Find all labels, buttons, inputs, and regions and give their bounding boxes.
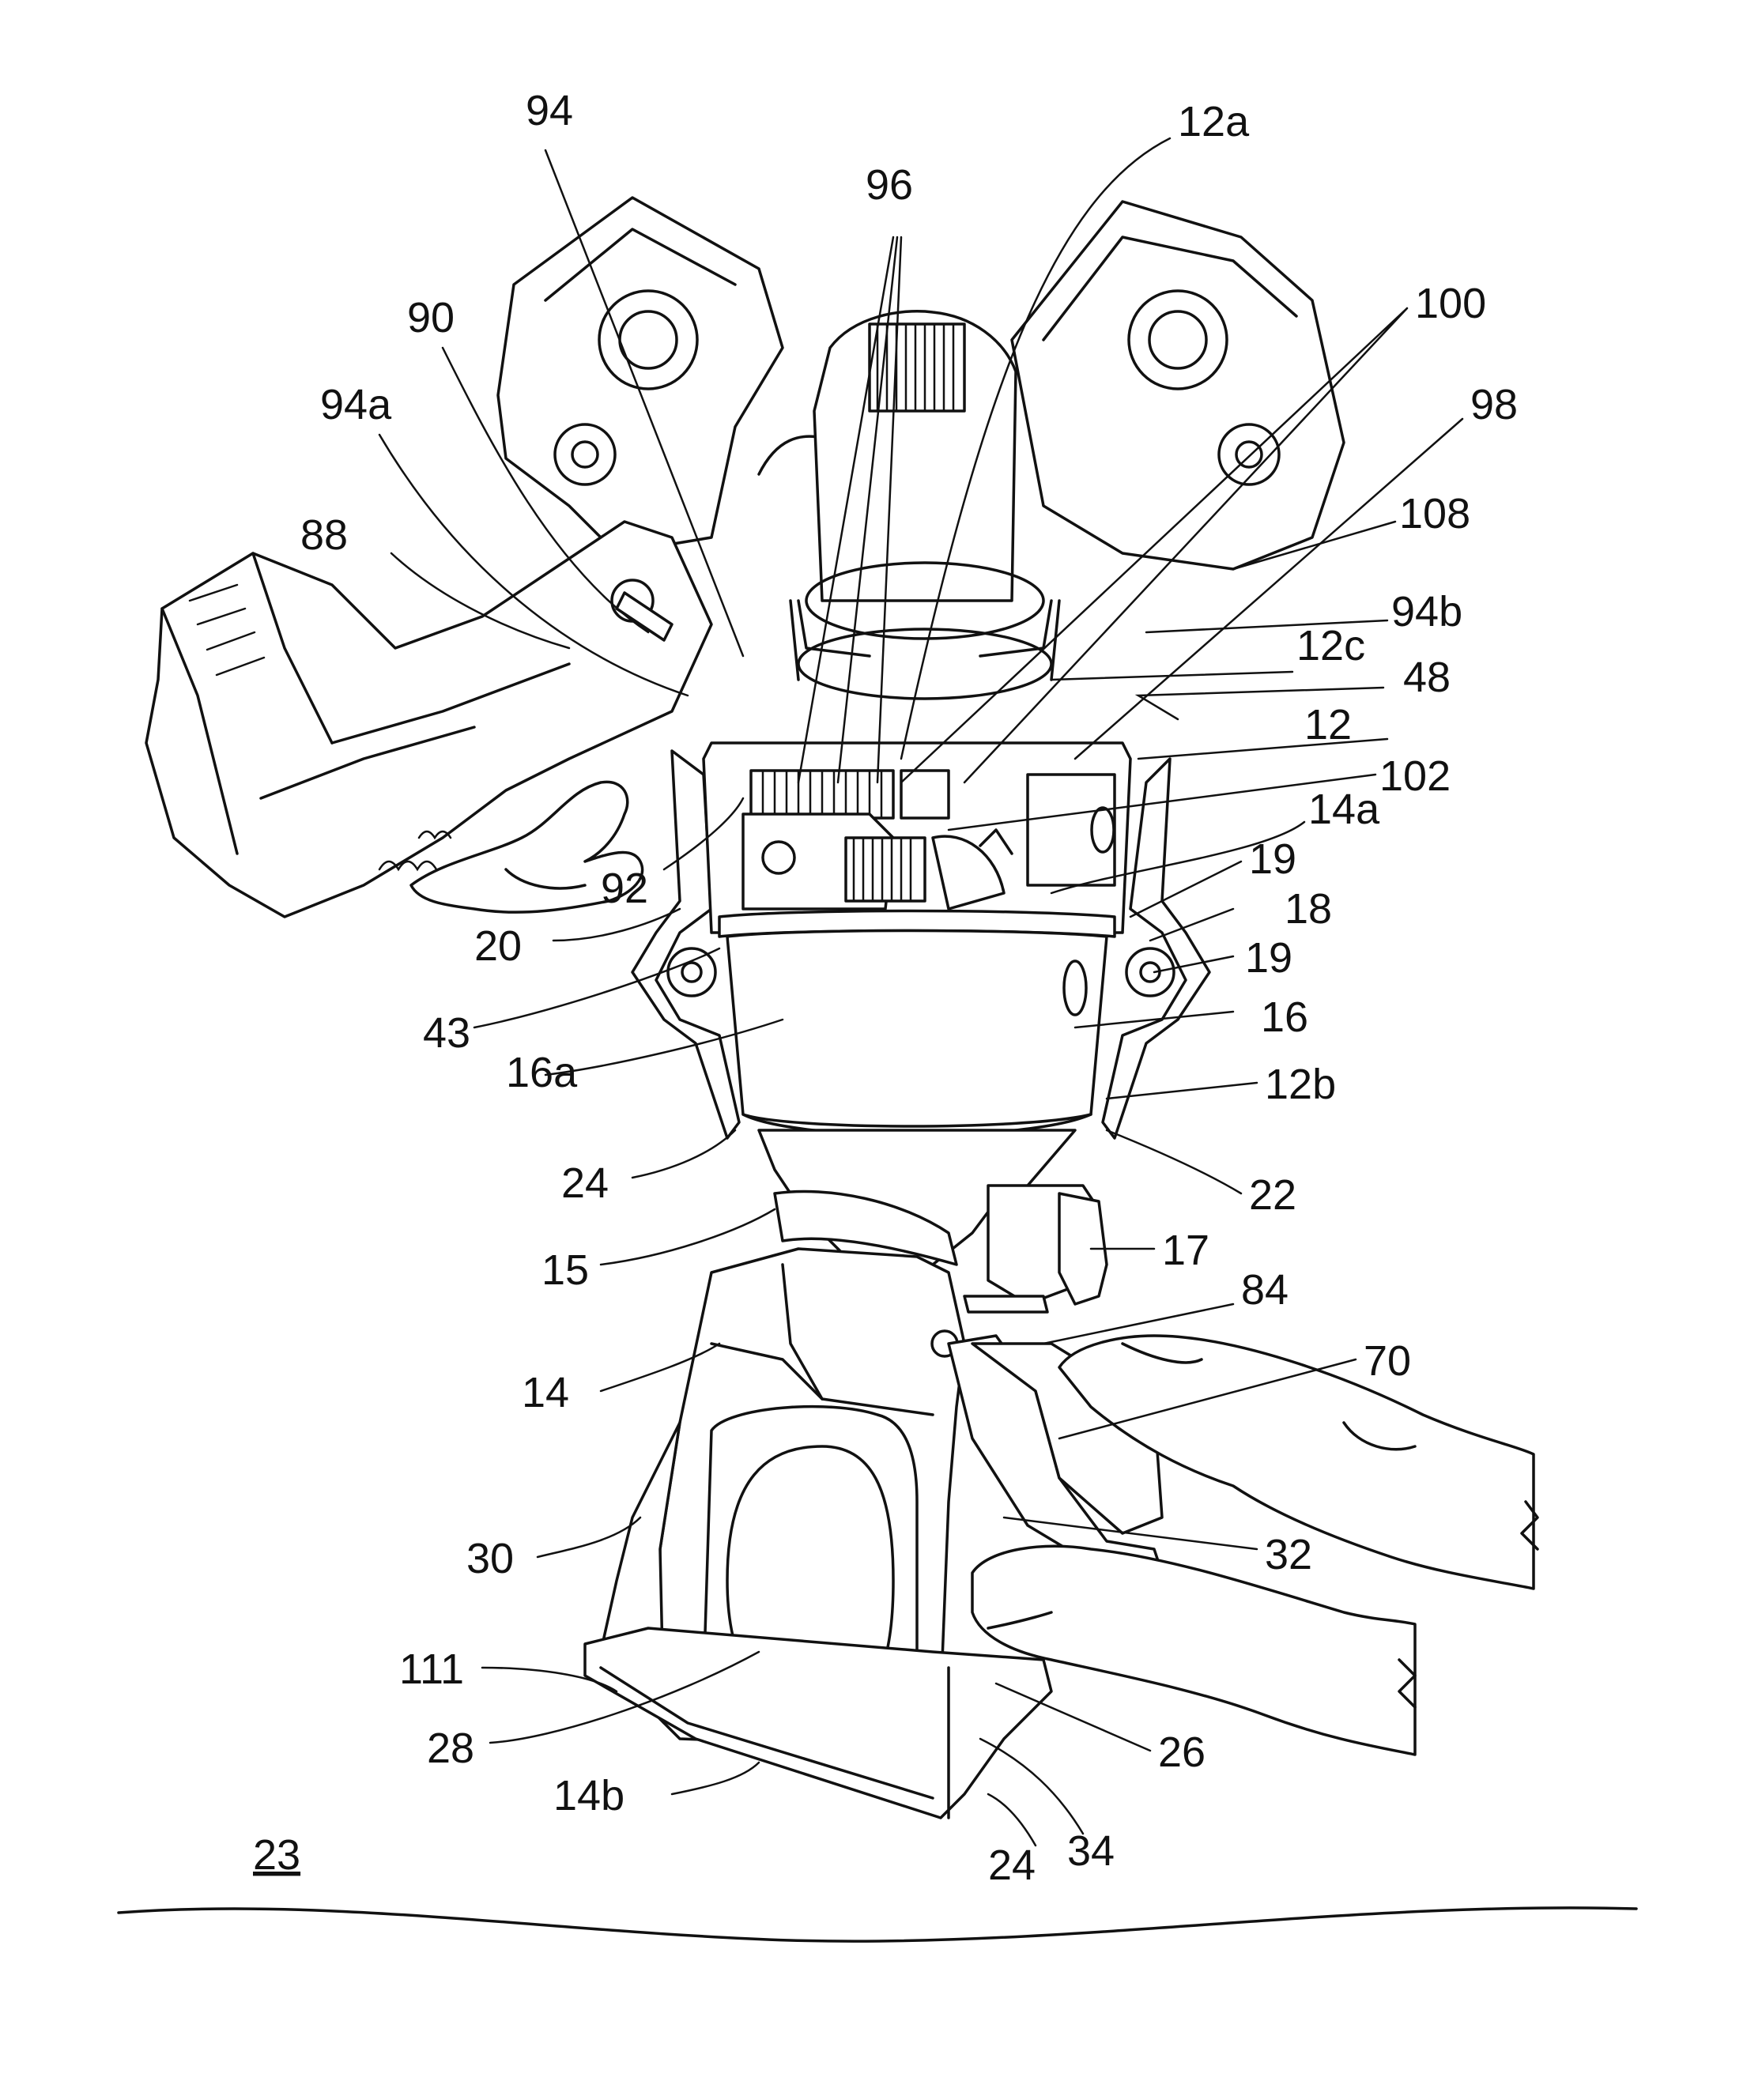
label-19-bottom: 19 (1245, 934, 1292, 982)
label-32: 32 (1265, 1531, 1312, 1578)
label-23: 23 (253, 1831, 300, 1879)
label-102: 102 (1379, 752, 1451, 800)
label-12: 12 (1304, 701, 1352, 748)
label-43: 43 (423, 1009, 470, 1057)
ground-line (119, 1908, 1636, 1941)
label-100: 100 (1415, 280, 1486, 327)
label-30: 30 (466, 1535, 514, 1582)
label-20: 20 (474, 922, 522, 970)
cup (727, 931, 1107, 1136)
label-12a: 12a (1178, 98, 1250, 145)
label-94: 94 (526, 87, 573, 134)
label-15: 15 (541, 1246, 589, 1294)
label-88: 88 (300, 511, 348, 559)
label-19-top: 19 (1249, 835, 1296, 883)
label-18: 18 (1285, 885, 1332, 933)
label-90: 90 (407, 294, 455, 341)
handheld-device (146, 522, 711, 917)
label-26: 26 (1158, 1729, 1206, 1776)
label-12b: 12b (1265, 1061, 1336, 1108)
label-17: 17 (1162, 1227, 1209, 1274)
label-84: 84 (1241, 1266, 1289, 1314)
label-16: 16 (1261, 993, 1308, 1041)
base-plate (585, 1628, 1051, 1818)
label-98: 98 (1470, 381, 1518, 428)
label-24-bottom: 24 (988, 1842, 1036, 1889)
label-94b: 94b (1391, 588, 1462, 635)
label-70: 70 (1364, 1337, 1411, 1385)
label-14b: 14b (553, 1772, 624, 1819)
label-12c: 12c (1296, 622, 1365, 669)
label-22: 22 (1249, 1171, 1296, 1219)
label-34: 34 (1067, 1827, 1115, 1875)
label-16a: 16a (506, 1049, 578, 1096)
label-108: 108 (1399, 490, 1470, 537)
label-111: 111 (399, 1646, 464, 1693)
label-92: 92 (601, 865, 648, 912)
label-94a: 94a (320, 381, 392, 428)
label-14a: 14a (1308, 786, 1380, 833)
label-48: 48 (1403, 654, 1451, 701)
label-14: 14 (522, 1369, 569, 1416)
label-28: 28 (427, 1725, 474, 1772)
label-24-top: 24 (561, 1159, 609, 1207)
label-96: 96 (866, 161, 913, 209)
